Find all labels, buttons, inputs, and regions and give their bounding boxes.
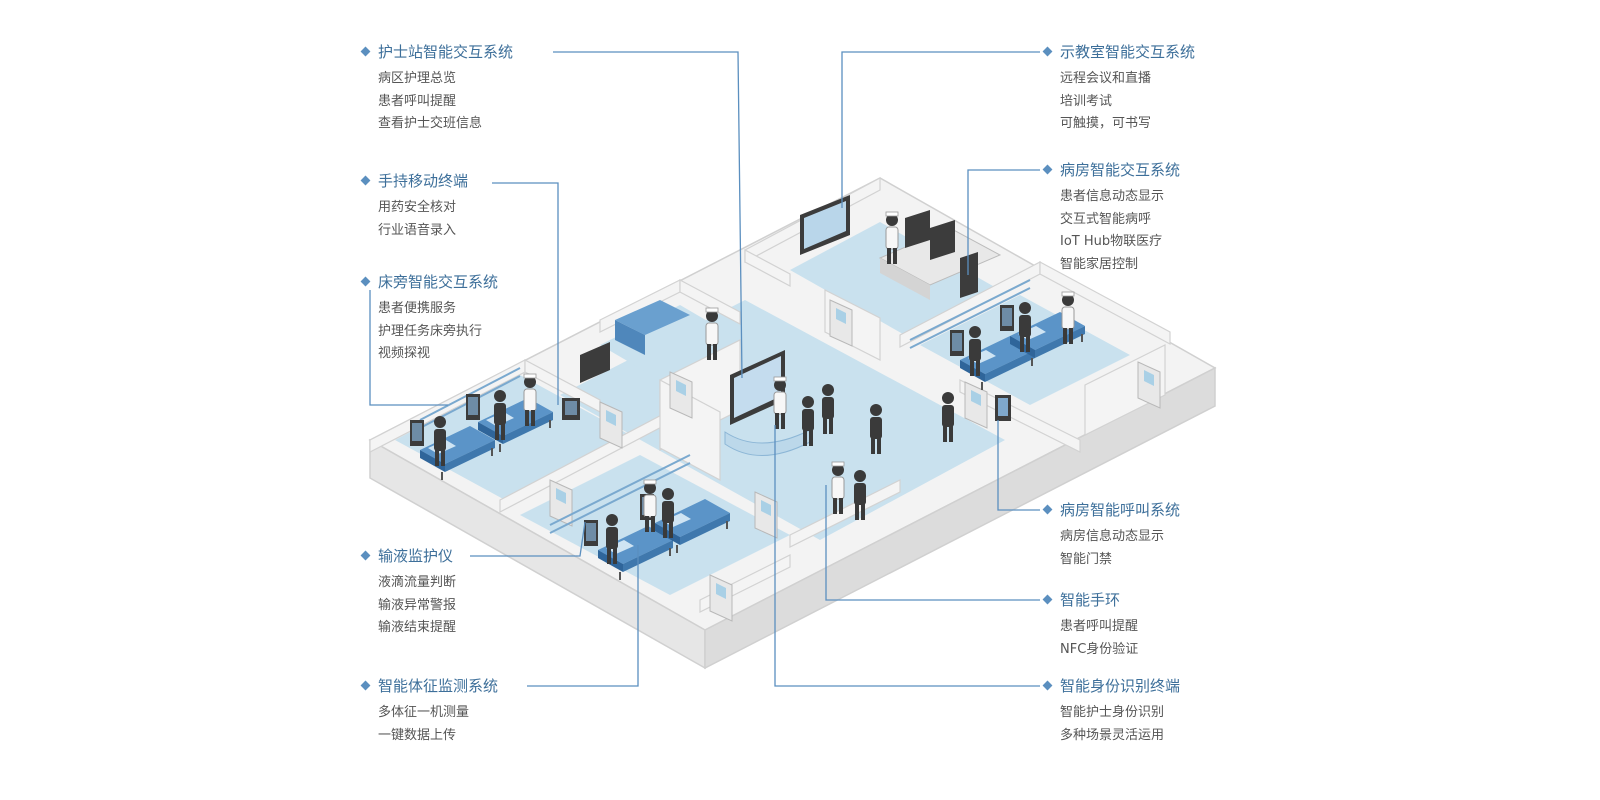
- callout-item: 液滴流量判断: [378, 575, 457, 590]
- callout-title: 床旁智能交互系统: [360, 272, 499, 292]
- callout-items: 多体征一机测量 一键数据上传: [378, 702, 498, 747]
- callout-title: 病房智能交互系统: [1042, 160, 1181, 180]
- callout-item: 智能门禁: [1060, 551, 1113, 567]
- callout-title-text: 病房智能呼叫系统: [1060, 501, 1181, 519]
- callout-title: 示教室智能交互系统: [1042, 42, 1196, 62]
- callout-title-text: 智能身份识别终端: [1060, 677, 1181, 695]
- callout-item: 患者呼叫提醒: [1060, 619, 1139, 634]
- callout-title-text: 病房智能交互系统: [1060, 161, 1181, 179]
- callout-ward: 病房智能交互系统 患者信息动态显示 交互式智能病呼 IoT Hub物联医疗 智能…: [1042, 160, 1181, 276]
- callout-item: 培训考试: [1060, 93, 1113, 109]
- diamond-bullet-icon: [1042, 504, 1053, 515]
- callout-item: 交互式智能病呼: [1060, 211, 1152, 227]
- diamond-bullet-icon: [360, 276, 371, 287]
- diamond-bullet-icon: [1042, 46, 1053, 57]
- callout-item: 护理任务床旁执行: [378, 323, 483, 339]
- callout-item: 视频探视: [378, 346, 431, 361]
- callout-title-text: 示教室智能交互系统: [1060, 43, 1196, 61]
- callout-item: 用药安全核对: [378, 200, 457, 215]
- callout-item: 输液结束提醒: [378, 620, 457, 635]
- callout-title: 病房智能呼叫系统: [1042, 500, 1181, 520]
- callout-title: 智能手环: [1042, 590, 1138, 610]
- callout-title-text: 床旁智能交互系统: [378, 273, 499, 291]
- classroom-furniture: [800, 195, 1002, 300]
- diamond-bullet-icon: [360, 550, 371, 561]
- callout-classroom: 示教室智能交互系统 远程会议和直播 培训考试 可触摸，可书写: [1042, 42, 1196, 136]
- callout-title-text: 输液监护仪: [378, 547, 454, 565]
- diamond-bullet-icon: [1042, 594, 1053, 605]
- callout-item: 多体征一机测量: [378, 705, 470, 720]
- callout-item: 输液异常警报: [378, 597, 457, 613]
- diamond-bullet-icon: [360, 175, 371, 186]
- callout-item: 多种场景灵活运用: [1060, 727, 1165, 743]
- callout-title: 手持移动终端: [360, 171, 469, 191]
- diamond-bullet-icon: [1042, 164, 1053, 175]
- callout-items: 患者呼叫提醒 NFC身份验证: [1060, 616, 1138, 661]
- callout-title: 护士站智能交互系统: [360, 42, 514, 62]
- callout-item: 可触摸，可书写: [1060, 116, 1152, 131]
- callout-items: 患者便携服务 护理任务床旁执行 视频探视: [378, 298, 498, 366]
- diamond-bullet-icon: [360, 46, 371, 57]
- callout-wristband: 智能手环 患者呼叫提醒 NFC身份验证: [1042, 590, 1138, 661]
- callout-item: 病房信息动态显示: [1060, 529, 1165, 544]
- callout-item: 患者呼叫提醒: [378, 93, 457, 109]
- diamond-bullet-icon: [1042, 680, 1053, 691]
- callout-title-text: 智能手环: [1060, 591, 1121, 609]
- callout-item: 智能护士身份识别: [1060, 705, 1165, 720]
- callout-item: 患者便携服务: [378, 301, 457, 316]
- callout-title: 智能身份识别终端: [1042, 676, 1181, 696]
- callout-items: 用药安全核对 行业语音录入: [378, 197, 468, 242]
- callout-item: 患者信息动态显示: [1060, 189, 1165, 204]
- ward-call-panel: [995, 395, 1011, 421]
- callout-items: 病房信息动态显示 智能门禁: [1060, 526, 1180, 571]
- callout-title: 智能体征监测系统: [360, 676, 499, 696]
- callout-nurse-station: 护士站智能交互系统 病区护理总览 患者呼叫提醒 查看护士交班信息: [360, 42, 514, 136]
- callout-vitals: 智能体征监测系统 多体征一机测量 一键数据上传: [360, 676, 499, 747]
- callout-item: NFC身份验证: [1060, 641, 1139, 657]
- callout-item: 查看护士交班信息: [378, 116, 483, 131]
- callout-title-text: 手持移动终端: [378, 172, 469, 190]
- callout-item: 病区护理总览: [378, 71, 457, 86]
- nurse-station: [580, 300, 811, 456]
- callout-bedside: 床旁智能交互系统 患者便携服务 护理任务床旁执行 视频探视: [360, 272, 499, 366]
- diamond-bullet-icon: [360, 680, 371, 691]
- leader-lines: [369, 51, 1040, 687]
- callout-item: 一键数据上传: [378, 727, 457, 743]
- callout-items: 液滴流量判断 输液异常警报 输液结束提醒: [378, 572, 456, 640]
- callout-title-text: 护士站智能交互系统: [378, 43, 514, 61]
- callout-items: 远程会议和直播 培训考试 可触摸，可书写: [1060, 68, 1195, 136]
- callout-items: 患者信息动态显示 交互式智能病呼 IoT Hub物联医疗 智能家居控制: [1060, 186, 1180, 276]
- callout-item: IoT Hub物联医疗: [1060, 234, 1163, 249]
- callout-items: 病区护理总览 患者呼叫提醒 查看护士交班信息: [378, 68, 513, 136]
- callout-title: 输液监护仪: [360, 546, 456, 566]
- callout-item: 远程会议和直播: [1060, 71, 1152, 86]
- callout-items: 智能护士身份识别 多种场景灵活运用: [1060, 702, 1180, 747]
- callout-identity: 智能身份识别终端 智能护士身份识别 多种场景灵活运用: [1042, 676, 1181, 747]
- callout-ward-call: 病房智能呼叫系统 病房信息动态显示 智能门禁: [1042, 500, 1181, 571]
- callout-title-text: 智能体征监测系统: [378, 677, 499, 695]
- bedside-monitors: [410, 305, 1014, 546]
- callout-handheld: 手持移动终端 用药安全核对 行业语音录入: [360, 171, 469, 242]
- callout-item: 智能家居控制: [1060, 256, 1139, 272]
- callout-item: 行业语音录入: [378, 222, 457, 238]
- callout-infusion: 输液监护仪 液滴流量判断 输液异常警报 输液结束提醒: [360, 546, 456, 640]
